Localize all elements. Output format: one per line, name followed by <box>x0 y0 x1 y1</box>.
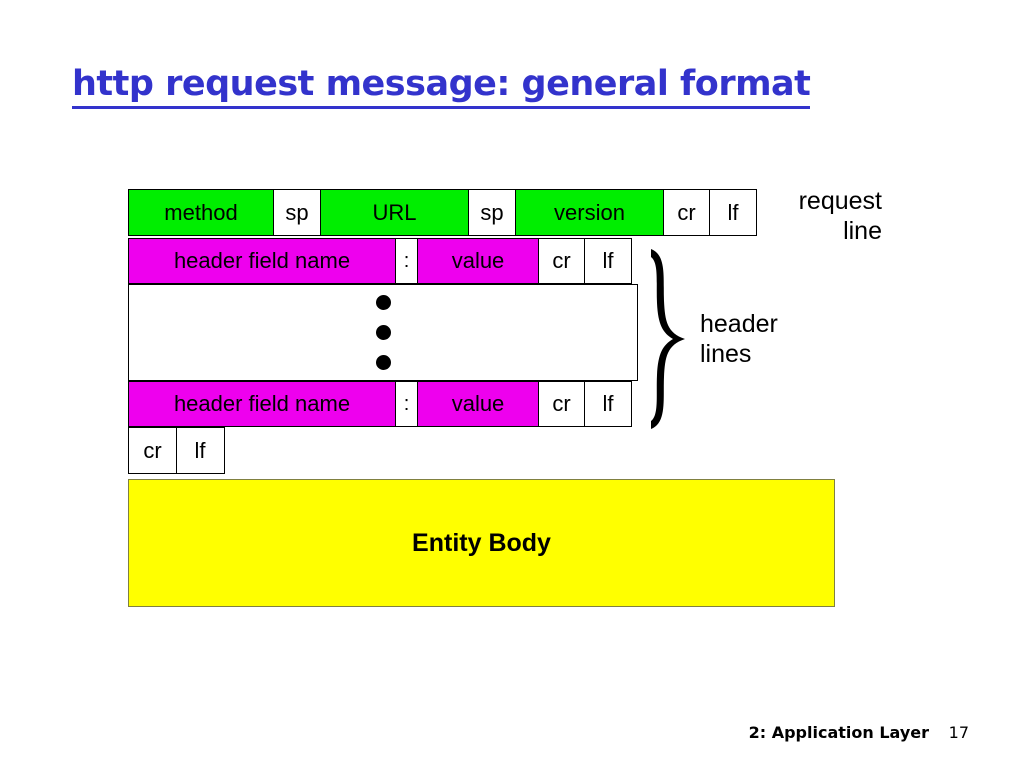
request-line-row: method sp URL sp version cr lf <box>128 189 757 236</box>
cell-lf-header-first: lf <box>584 238 632 284</box>
page-title-underline <box>72 106 811 109</box>
cell-lf-blank: lf <box>175 427 225 474</box>
cell-method: method <box>128 189 274 236</box>
cell-lf-header-last: lf <box>584 381 632 427</box>
header-line-row-last: header field name : value cr lf <box>128 381 632 427</box>
cell-colon-last: : <box>394 381 419 427</box>
header-lines-ellipsis-row <box>128 284 638 381</box>
footer-chapter-label: 2: Application Layer <box>748 723 929 742</box>
cell-sp-second: sp <box>467 189 517 236</box>
cell-colon-first: : <box>394 238 419 284</box>
cell-header-value-last: value <box>417 381 539 427</box>
cell-url: URL <box>320 189 469 236</box>
http-request-message-diagram: method sp URL sp version cr lf header fi… <box>128 189 888 614</box>
ellipsis-dot <box>375 295 391 310</box>
header-line-row-first: header field name : value cr lf <box>128 238 632 284</box>
slide-footer: 2: Application Layer 17 <box>0 723 1024 753</box>
ellipsis-dot <box>375 325 391 340</box>
footer-page-number: 17 <box>948 723 969 742</box>
page-title: http request message: general format <box>72 64 811 109</box>
curly-brace-icon <box>645 245 691 433</box>
cell-header-field-name-last: header field name <box>128 381 396 427</box>
ellipsis-dot <box>375 355 391 370</box>
cell-header-field-name-first: header field name <box>128 238 396 284</box>
cell-version: version <box>515 189 664 236</box>
cell-cr-header-last: cr <box>537 381 586 427</box>
cell-cr-blank: cr <box>128 427 177 474</box>
cell-sp-first: sp <box>272 189 322 236</box>
cell-entity-body: Entity Body <box>128 479 835 607</box>
blank-line-row: cr lf <box>128 427 225 474</box>
entity-body-row: Entity Body <box>128 479 835 607</box>
page-title-text: http request message: general format <box>72 64 811 104</box>
cell-header-value-first: value <box>417 238 539 284</box>
vertical-ellipsis-icon <box>128 284 638 381</box>
cell-cr-header-first: cr <box>537 238 586 284</box>
cell-cr-request: cr <box>662 189 711 236</box>
cell-lf-request: lf <box>709 189 757 236</box>
